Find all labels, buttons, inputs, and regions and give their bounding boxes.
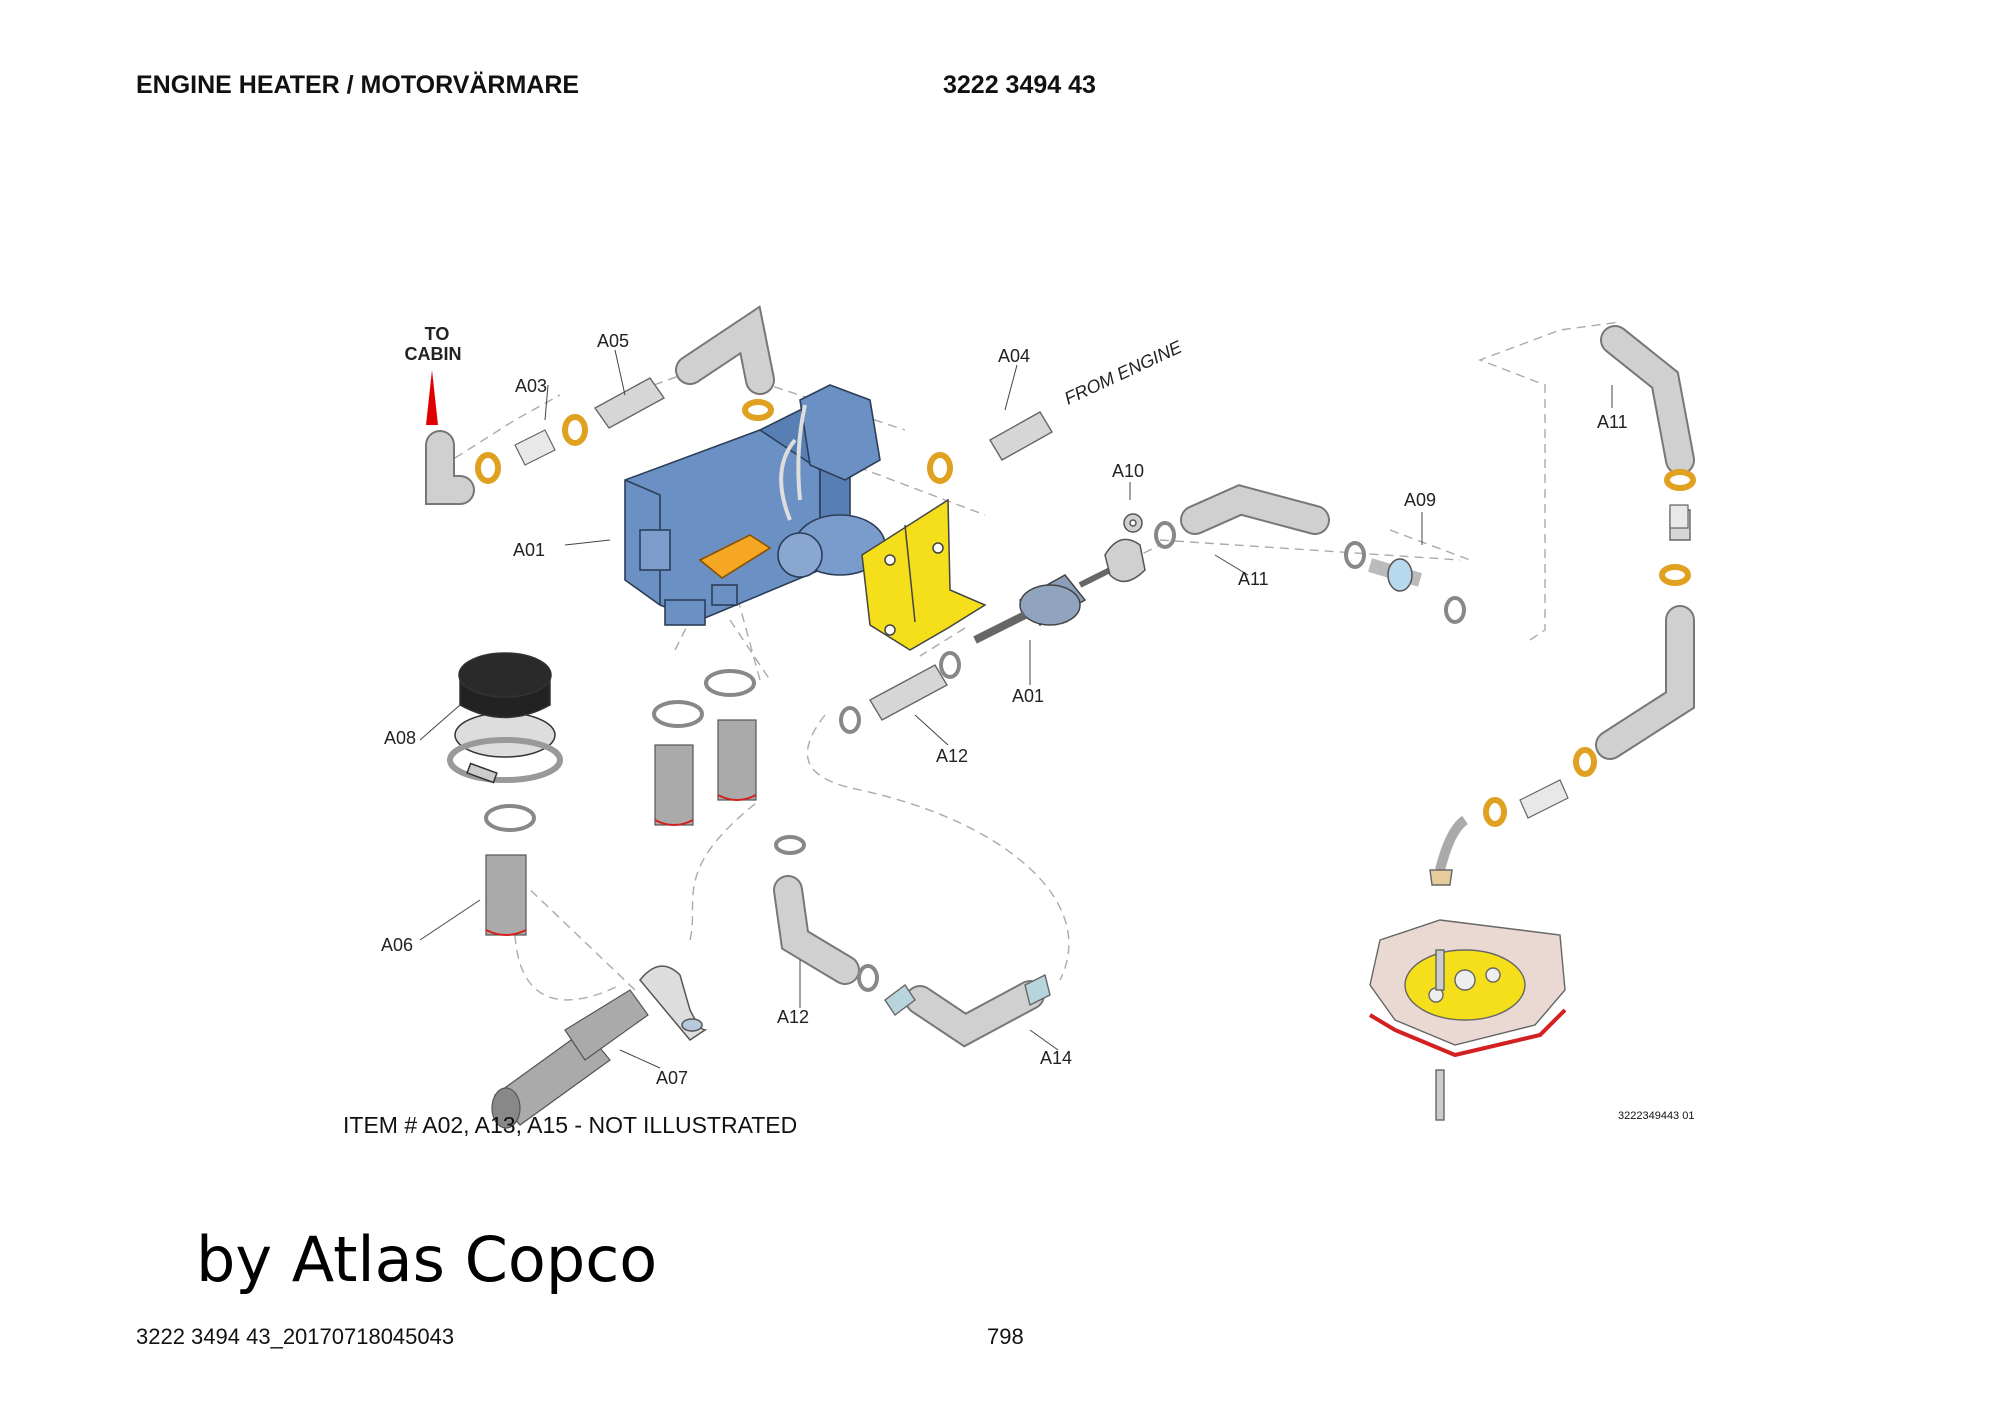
file-identifier: 3222 3494 43_20170718045043 — [136, 1324, 455, 1349]
label-a01-pump: A01 — [1012, 686, 1044, 706]
engine-heater-unit — [624, 384, 886, 626]
page-title: ENGINE HEATER / MOTORVÄRMARE — [136, 71, 580, 99]
hose-clips — [484, 521, 1466, 992]
fittings — [514, 429, 1689, 819]
label-a12-upper: A12 — [936, 746, 968, 766]
label-a04: A04 — [998, 346, 1030, 366]
not-illustrated-note: ITEM # A02, A13, A15 - NOT ILLUSTRATED — [343, 1112, 798, 1138]
label-a14: A14 — [1040, 1048, 1072, 1068]
pump-holder — [1104, 513, 1146, 583]
clamp-rings — [475, 399, 1696, 827]
mounting-bracket — [861, 498, 987, 651]
label-a12-lower: A12 — [777, 1007, 809, 1027]
page-number: 798 — [987, 1324, 1024, 1349]
from-engine-text: FROM ENGINE — [1061, 336, 1185, 408]
expansion-cap — [447, 652, 563, 784]
connection-lines — [454, 321, 1621, 1001]
fuel-pump — [973, 567, 1112, 644]
hose-bracket — [639, 965, 708, 1041]
label-a01-heater: A01 — [513, 540, 545, 560]
label-a07: A07 — [656, 1068, 688, 1088]
document-number: 3222 3494 43 — [943, 71, 1096, 99]
flow-arrow-icon — [426, 370, 438, 425]
label-a05: A05 — [597, 331, 629, 351]
label-a11-right: A11 — [1597, 412, 1628, 432]
brand-watermark: by Atlas Copco — [196, 1223, 658, 1296]
label-a08: A08 — [384, 728, 416, 748]
connector-a09 — [1367, 558, 1423, 592]
label-a10: A10 — [1112, 461, 1144, 481]
tube-segments — [593, 377, 1691, 1017]
label-a11-mid: A11 — [1238, 569, 1269, 589]
label-a03: A03 — [515, 376, 547, 396]
label-a06: A06 — [381, 935, 413, 955]
to-cabin-indicator: TO CABIN — [405, 324, 462, 425]
part-labels — [419, 349, 1613, 1069]
drawing-code: 3222349443 01 — [1618, 1110, 1695, 1122]
hose-ends — [485, 794, 757, 936]
to-cabin-line2: CABIN — [405, 344, 462, 364]
corrugated-hoses — [485, 719, 757, 1129]
label-a09: A09 — [1404, 490, 1436, 510]
hoses — [425, 305, 1695, 1048]
tank-flange — [1368, 815, 1567, 1121]
to-cabin-line1: TO — [425, 324, 450, 344]
